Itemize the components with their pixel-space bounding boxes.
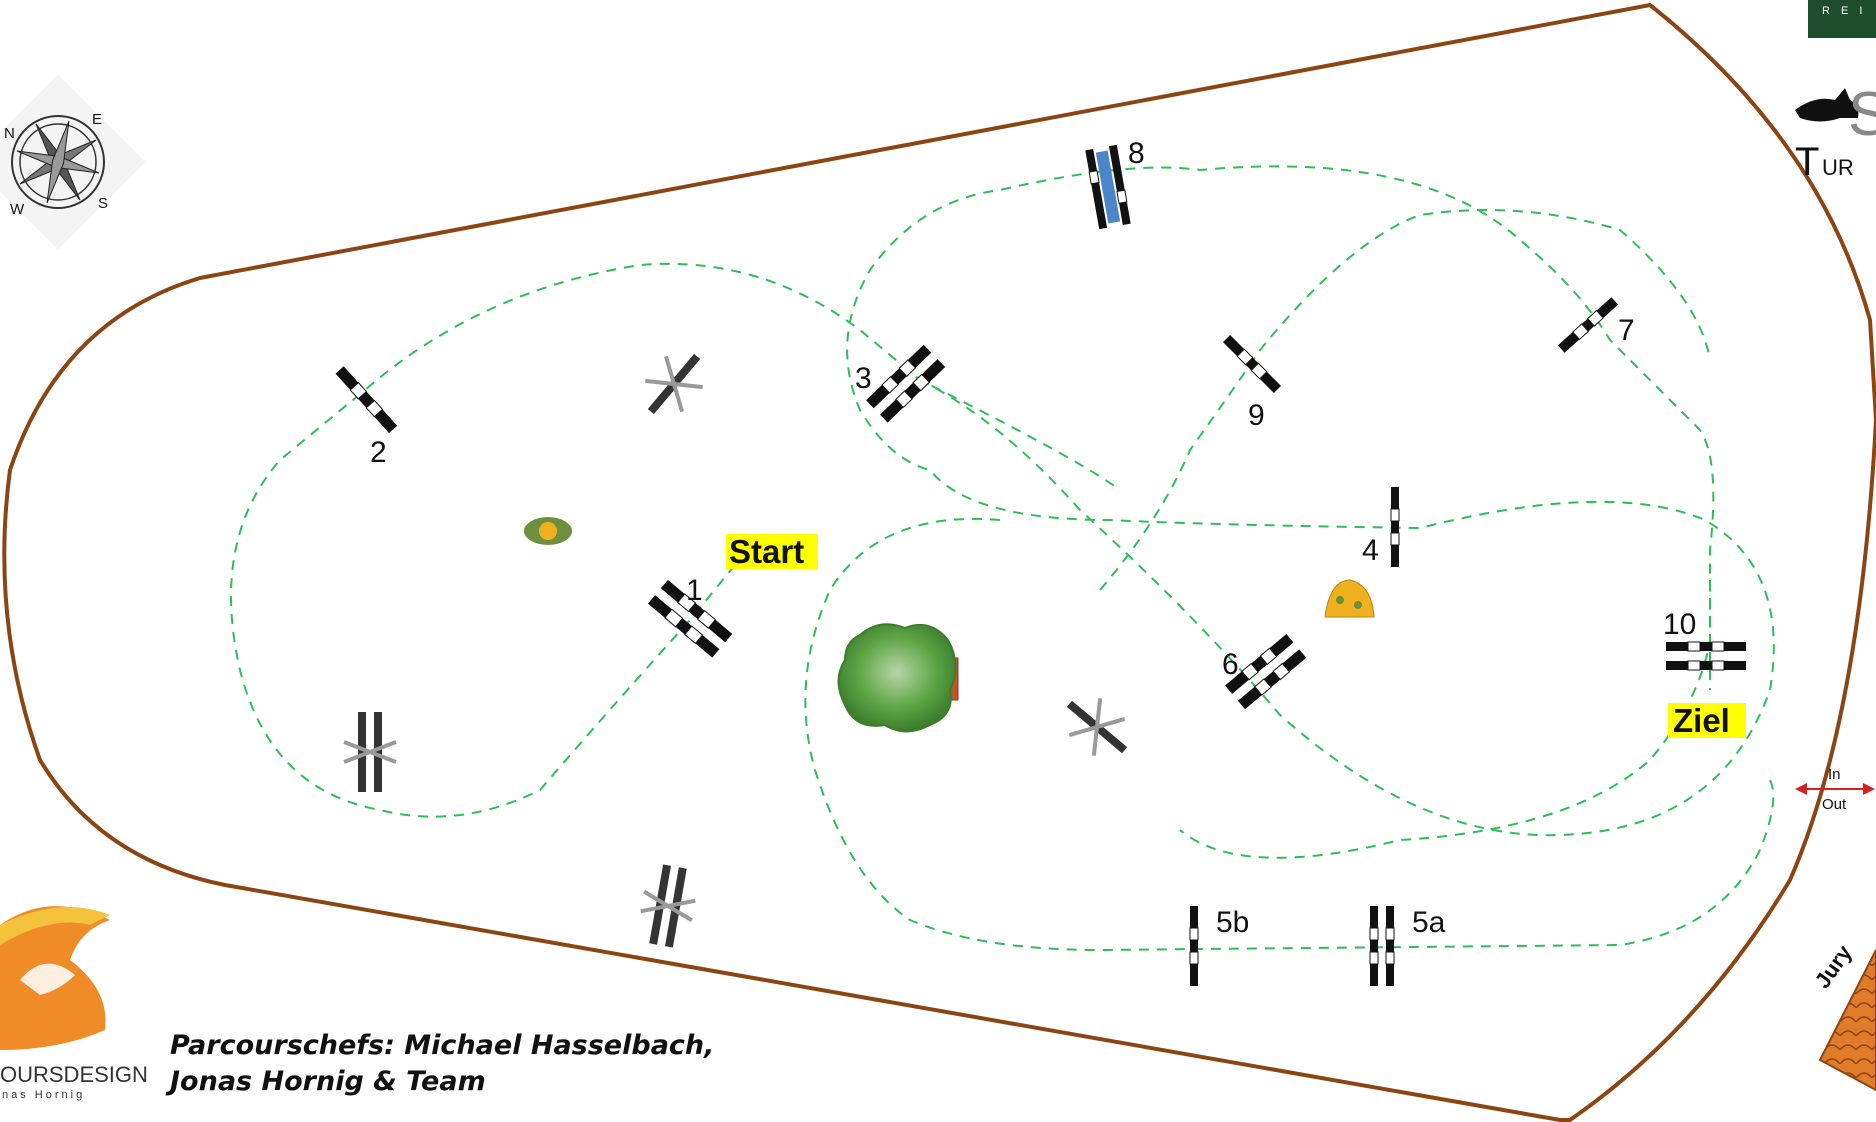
- compass-w: W: [10, 201, 25, 218]
- obstacle-5b: [1189, 906, 1199, 986]
- tournament-logo: R E I S T UR: [1795, 0, 1876, 184]
- obstacle-7-label: 7: [1618, 314, 1635, 347]
- unused-obstacle-middle: [1066, 698, 1128, 756]
- course-track: [230, 165, 1775, 952]
- tournament-logo-letter: S: [1848, 80, 1876, 149]
- obstacle-9: [1223, 335, 1281, 393]
- unused-obstacle-top: [645, 353, 703, 415]
- obstacle-1-label: 1: [686, 574, 703, 607]
- obstacle-1: [647, 579, 733, 658]
- obstacle-9-label: 9: [1248, 399, 1265, 432]
- finish-highlight: [1668, 703, 1746, 738]
- entrance-in-label: In: [1828, 766, 1841, 783]
- credits-line-1: Parcourschefs: Michael Hasselbach,: [170, 1030, 714, 1061]
- designer-logo-text: OURSDESIGN: [0, 1062, 148, 1087]
- obstacle-2-label: 2: [370, 436, 387, 469]
- compass-s: S: [98, 195, 108, 212]
- compass-rose: N E S W: [0, 74, 146, 250]
- jury-house: Jury: [1810, 940, 1876, 1092]
- start-label: Start: [729, 533, 804, 570]
- flower-bed-right: [1324, 579, 1375, 618]
- entrance-out-label: Out: [1822, 796, 1847, 813]
- start-highlight: [726, 534, 818, 569]
- obstacle-3-label: 3: [855, 362, 872, 395]
- compass-e: E: [92, 111, 102, 128]
- obstacle-6: [1225, 634, 1307, 710]
- jury-label: Jury: [1810, 940, 1858, 993]
- tournament-logo-sub-letter: T: [1795, 140, 1819, 184]
- obstacle-6-label: 6: [1222, 648, 1239, 681]
- unused-obstacle-left: [343, 712, 397, 792]
- obstacle-7: [1557, 297, 1619, 353]
- tree-decoration: [837, 623, 959, 733]
- tournament-logo-top-text: R E I: [1822, 5, 1866, 17]
- obstacle-4: [1390, 487, 1400, 567]
- designer-logo-subtext: nas Hornig: [2, 1089, 85, 1101]
- tournament-logo-sub-text: UR: [1822, 155, 1854, 180]
- credits-line-2: Jonas Hornig & Team: [165, 1066, 486, 1097]
- obstacle-4-label: 4: [1362, 534, 1379, 567]
- obstacle-8-label: 8: [1128, 137, 1145, 170]
- obstacle-5a-label: 5a: [1412, 906, 1446, 939]
- obstacle-10: [1666, 641, 1746, 671]
- obstacle-5a: [1369, 906, 1395, 986]
- obstacle-2: [335, 366, 398, 434]
- obstacle-8: [1085, 144, 1131, 230]
- obstacle-10-label: 10: [1663, 608, 1696, 641]
- entrance-marker: In Out: [1795, 766, 1875, 813]
- compass-n: N: [4, 125, 15, 142]
- unused-obstacle-bottom: [640, 864, 696, 948]
- obstacle-5b-label: 5b: [1216, 906, 1249, 939]
- obstacle-3: [866, 344, 946, 423]
- finish-label: Ziel: [1673, 702, 1730, 739]
- designer-logo: OURSDESIGN nas Hornig: [0, 906, 148, 1101]
